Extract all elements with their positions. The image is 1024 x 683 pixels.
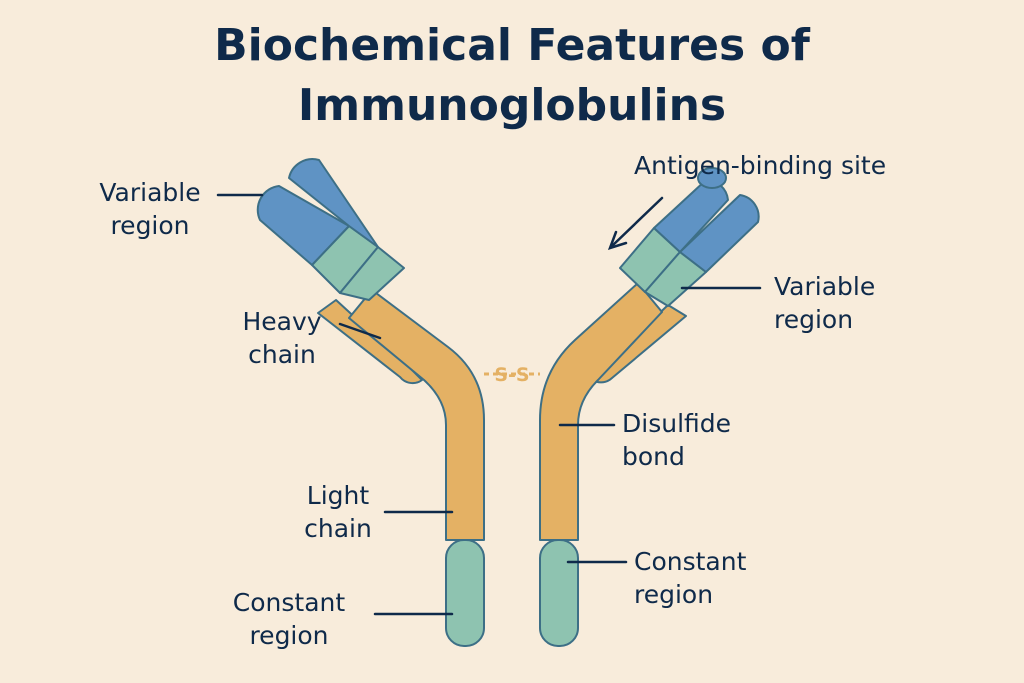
left-stem-constant	[445, 539, 485, 647]
left-heavy-chain	[348, 289, 485, 541]
antigen-arrow	[607, 196, 664, 250]
label-disulfide-bond-line2: bond	[622, 442, 685, 471]
left-variable-outer	[256, 185, 350, 266]
title-line-1: Biochemical Features of	[214, 20, 810, 71]
left-variable-inner	[288, 158, 379, 248]
label-light-chain-line1: Light	[306, 481, 370, 510]
left-arm	[256, 158, 485, 541]
label-constant-region-right-line1: Constant	[634, 547, 747, 576]
label-light-chain: Light chain	[288, 479, 388, 545]
label-heavy-chain-line2: chain	[248, 340, 316, 369]
label-antigen-binding-site: Antigen-binding site	[634, 151, 887, 180]
right-stem-constant	[539, 539, 579, 647]
label-constant-region-right: Constant region	[634, 545, 784, 611]
left-light-chain-upper	[317, 299, 423, 385]
label-variable-region-right-line2: region	[774, 305, 854, 334]
label-constant-region-left-line2: region	[249, 621, 329, 650]
antigen-blob	[697, 167, 727, 189]
label-variable-region-right-line1: Variable	[774, 272, 876, 301]
label-variable-region-left-line2: region	[110, 211, 190, 240]
label-disulfide-bond-line1: Disulfide	[622, 409, 732, 438]
right-arm	[539, 167, 760, 541]
label-variable-region-right: Variable region	[774, 270, 898, 336]
right-heavy-chain	[539, 282, 663, 541]
label-variable-region-left-line1: Variable	[99, 178, 201, 207]
right-variable-outer	[679, 194, 760, 273]
label-variable-region-left: Variable region	[88, 176, 212, 242]
label-constant-region-right-line2: region	[634, 580, 714, 609]
disulfide-symbol: S-S	[494, 364, 529, 386]
label-constant-region-left-line1: Constant	[232, 588, 346, 617]
title-line-2: Immunoglobulins	[297, 80, 727, 131]
label-constant-region-left: Constant region	[214, 586, 364, 652]
label-light-chain-line2: chain	[304, 514, 372, 543]
label-heavy-chain: Heavy chain	[226, 305, 338, 371]
left-constant-inner	[339, 246, 405, 301]
leader-lines	[216, 193, 762, 616]
label-heavy-chain-line1: Heavy	[242, 307, 322, 336]
label-disulfide-bond: Disulfide bond	[622, 407, 762, 473]
leader-heavy-chain	[338, 322, 382, 340]
